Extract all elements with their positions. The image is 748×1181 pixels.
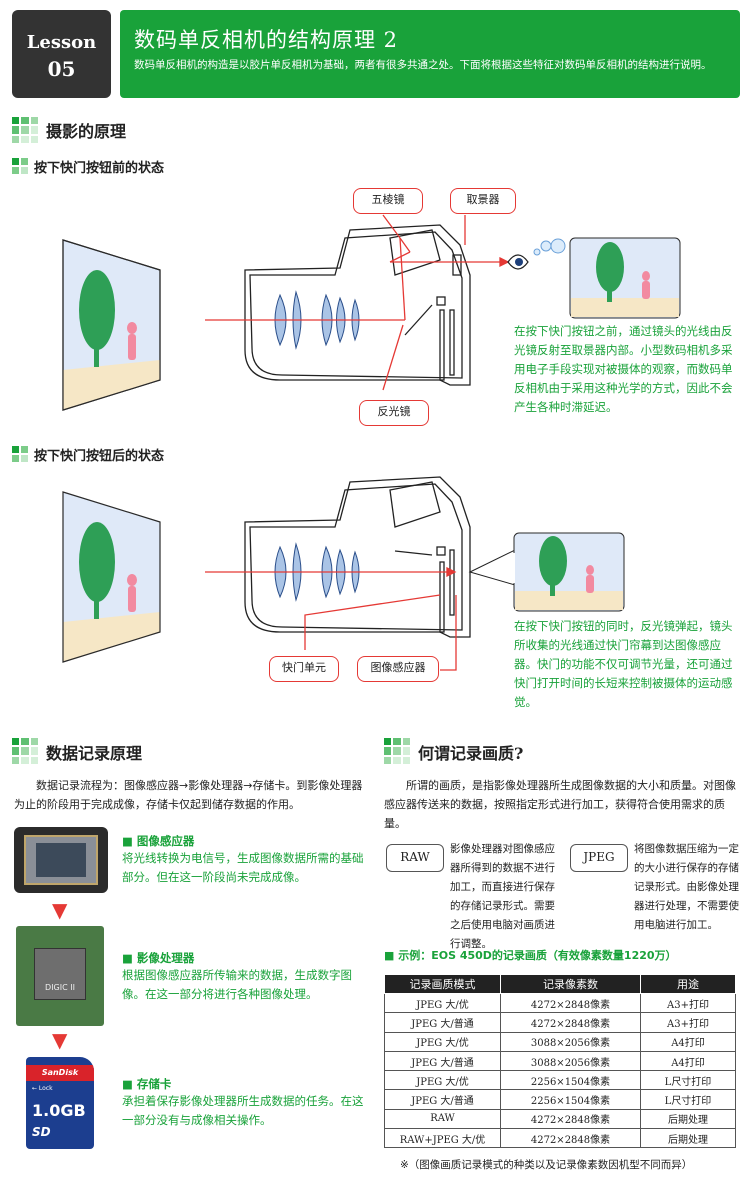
light-ray [205, 566, 457, 671]
camera-body [244, 224, 471, 386]
lesson-badge: Lesson 05 [12, 10, 111, 98]
table-cell: JPEG 大/优 [384, 992, 501, 1014]
label-shutter: 快门单元 [269, 656, 339, 682]
jpeg-desc: 将图像数据压缩为一定的大小进行保存的存储记录形式。由影像处理器进行处理，不需要使… [634, 843, 739, 931]
image-sensor-photo [14, 827, 108, 893]
table-cell: 4272×2848像素 [500, 1108, 641, 1130]
table-cell: 3088×2056像素 [500, 1031, 641, 1052]
record-item-title: ■ 影像处理器 [122, 951, 195, 965]
label-pentaprism: 五棱镜 [353, 188, 423, 214]
camera-diagram-after [62, 476, 625, 671]
sd-capacity: 1.0GB [32, 1101, 86, 1120]
note-before: 在按下快门按钮之前，通过镜头的光线由反光镜反射至取景器内部。小型数码相机多采用电… [514, 324, 733, 414]
table-cell: JPEG 大/普通 [384, 1012, 501, 1033]
table-cell: RAW [384, 1108, 501, 1130]
table-header: 记录像素数 [500, 974, 641, 994]
section-grid-icon [12, 117, 38, 143]
table-cell: L尺寸打印 [640, 1070, 736, 1091]
table-header: 用途 [640, 974, 736, 994]
section-grid-icon [384, 738, 410, 764]
light-ray [205, 214, 510, 391]
record-item-desc: 将光线转换为电信号，生成图像数据所需的基础部分。但在这一阶段尚未完成成像。 [122, 851, 364, 884]
footnote: ※（图像画质记录模式的种类以及记录像素数因机型不同而异） [400, 1159, 693, 1171]
table-cell: A3+打印 [640, 1012, 736, 1033]
record-item-title: ■ 存储卡 [122, 1077, 172, 1091]
table-cell: JPEG 大/普通 [384, 1050, 501, 1072]
record-item-desc: 根据图像感应器所传输来的数据，生成数字图像。在这一部分将进行各种图像处理。 [122, 968, 352, 1001]
sd-lock: ← Lock [32, 1085, 53, 1092]
label-viewfinder: 取景器 [450, 188, 516, 214]
record-intro: 数据记录流程为：图像感应器→影像处理器→存储卡。到影像处理器为止的阶段用于完成成… [14, 779, 363, 811]
memory-card-photo: SanDisk ← Lock 1.0GB SD [26, 1057, 94, 1149]
image-processor-photo: DIGIC II [16, 926, 104, 1026]
note-after: 在按下快门按钮的同时，反光镜弹起，镜头所收集的光线通过快门帘幕到达图像感应器。快… [514, 619, 733, 709]
scene-picture [62, 239, 161, 411]
table-cell: 后期处理 [640, 1108, 736, 1130]
quality-intro: 所谓的画质，是指影像处理器所生成图像数据的大小和质量。对图像感应器传送来的数据，… [384, 779, 736, 830]
table-cell: JPEG 大/优 [384, 1070, 501, 1091]
table-header: 记录画质模式 [384, 974, 501, 994]
subtitle-before: 按下快门按钮前的状态 [34, 161, 165, 176]
table-cell: JPEG 大/优 [384, 1031, 501, 1052]
record-item-card: ■ 存储卡 承担着保存影像处理器所生成数据的任务。在这一部分没有与成像相关操作。 [122, 1076, 366, 1130]
arrow-down-icon: ▼ [52, 898, 68, 922]
sensor-view [468, 532, 625, 612]
section-title-quality: 何谓记录画质? [418, 744, 524, 763]
scene-picture [62, 491, 161, 663]
table-cell: A4打印 [640, 1031, 736, 1052]
label-mirror: 反光镜 [359, 400, 429, 426]
sd-logo: SD [32, 1125, 51, 1139]
example-title: ■ 示例：EOS 450D的记录画质（有效像素数量1220万） [384, 949, 677, 962]
table-cell: A4打印 [640, 1050, 736, 1072]
page-description: 数码单反相机的构造是以胶片单反相机为基础，两者有很多共通之处。下面将根据这些特征… [134, 59, 712, 71]
page-title: 数码单反相机的结构原理 2 [134, 28, 399, 52]
table-cell: 2256×1504像素 [500, 1089, 641, 1110]
camera-diagram-before [62, 214, 681, 411]
eye-icon [507, 238, 566, 270]
jpeg-tag: JPEG [570, 844, 628, 872]
table-cell: 2256×1504像素 [500, 1070, 641, 1091]
section-title-record: 数据记录原理 [46, 744, 143, 763]
chip-label: DIGIC II [34, 948, 86, 1000]
table-cell: 4272×2848像素 [500, 992, 641, 1014]
table-cell: 4272×2848像素 [500, 1128, 641, 1149]
lesson-number: 05 [47, 57, 76, 81]
lesson-label: Lesson [26, 32, 97, 53]
record-item-sensor: ■ 图像感应器 将光线转换为电信号，生成图像数据所需的基础部分。但在这一阶段尚未… [122, 833, 366, 887]
table-cell: A3+打印 [640, 992, 736, 1014]
record-item-processor: ■ 影像处理器 根据图像感应器所传输来的数据，生成数字图像。在这一部分将进行各种… [122, 950, 366, 1004]
section-title-photo: 摄影的原理 [46, 122, 127, 141]
raw-tag: RAW [386, 844, 444, 872]
section-grid-icon [12, 738, 38, 764]
record-item-title: ■ 图像感应器 [122, 834, 195, 848]
viewfinder-view [569, 237, 681, 319]
subsection-icon [12, 158, 28, 174]
sd-brand: SanDisk [26, 1065, 94, 1081]
title-banner: 数码单反相机的结构原理 2 数码单反相机的构造是以胶片单反相机为基础，两者有很多… [120, 10, 740, 98]
table-cell: L尺寸打印 [640, 1089, 736, 1110]
subsection-icon [12, 446, 28, 462]
raw-desc: 影像处理器对图像感应器所得到的数据不进行加工，而直接进行保存的存储记录形式。需要… [450, 843, 555, 950]
record-item-desc: 承担着保存影像处理器所生成数据的任务。在这一部分没有与成像相关操作。 [122, 1094, 364, 1127]
subtitle-after: 按下快门按钮后的状态 [34, 449, 165, 464]
table-cell: 3088×2056像素 [500, 1050, 641, 1072]
camera-body [244, 476, 471, 638]
label-sensor: 图像感应器 [357, 656, 439, 682]
table-cell: RAW+JPEG 大/优 [384, 1128, 501, 1149]
table-cell: JPEG 大/普通 [384, 1089, 501, 1110]
arrow-down-icon: ▼ [52, 1028, 68, 1052]
table-cell: 后期处理 [640, 1128, 736, 1149]
table-cell: 4272×2848像素 [500, 1012, 641, 1033]
